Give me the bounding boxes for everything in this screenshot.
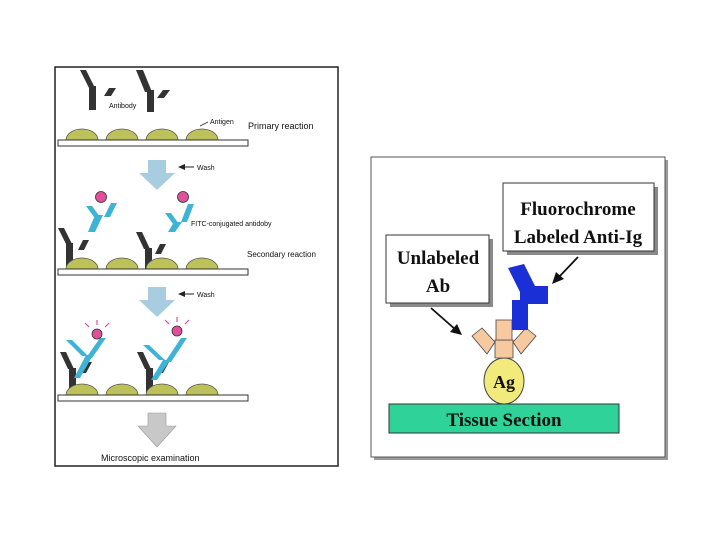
antibody-complex xyxy=(137,317,190,394)
fitc-antibody xyxy=(165,191,194,232)
bound-primary-antibody xyxy=(58,228,89,269)
secondary-reaction-label: Secondary reaction xyxy=(247,250,316,259)
tissue-label: Tissue Section xyxy=(446,410,562,431)
pointer-arrow-unlabeled xyxy=(430,307,462,335)
antigen-row-2 xyxy=(57,257,249,276)
antigen xyxy=(185,257,219,270)
fitc-dye xyxy=(177,191,189,203)
labeled-anti-ig xyxy=(508,264,548,330)
antigen xyxy=(105,383,139,396)
fitc-antibody xyxy=(86,191,117,232)
indirect-staining-diagram: Antibody Antigen Primary reaction Wash xyxy=(54,66,339,467)
antigen xyxy=(65,257,99,270)
fluorochrome-box xyxy=(502,182,655,252)
primary-antibody xyxy=(80,70,116,110)
antigen xyxy=(145,128,179,141)
wash-label-1: Wash xyxy=(197,165,215,172)
primary-antibody xyxy=(136,70,170,112)
antigen xyxy=(65,383,99,396)
microscopic-label: Microscopic examination xyxy=(101,453,200,463)
fitc-dye xyxy=(171,325,183,337)
fluorochrome-label-line2: Labeled Anti-Ig xyxy=(514,227,643,248)
unlabeled-antibody xyxy=(471,319,537,359)
ag-label: Ag xyxy=(493,372,515,392)
fluorescence-rays xyxy=(164,317,190,325)
antigen-pointer xyxy=(199,121,209,127)
unlabeled-label-line2: Ab xyxy=(426,276,450,297)
slide-surface xyxy=(57,139,249,147)
unlabeled-box xyxy=(385,234,490,304)
antigen xyxy=(185,383,219,396)
final-down-arrow xyxy=(137,412,177,448)
fitc-label: FITC-conjugated antidoby xyxy=(191,221,272,228)
fluorescence-detection-diagram: Fluorochrome Labeled Anti-Ig Unlabeled A… xyxy=(370,156,668,460)
antibody-label: Antibody xyxy=(109,103,137,110)
unlabeled-label-line1: Unlabeled xyxy=(397,248,480,269)
slide-surface xyxy=(57,394,249,402)
fitc-dye xyxy=(95,191,107,203)
fluorescence-rays xyxy=(84,320,110,328)
fluorochrome-label-line1: Fluorochrome xyxy=(520,199,635,220)
down-arrow xyxy=(139,160,175,190)
wash-label-2: Wash xyxy=(197,292,215,299)
antigen xyxy=(145,383,179,396)
antigen xyxy=(105,257,139,270)
antigen-row-1 xyxy=(57,128,249,147)
pointer-arrow-fluorochrome xyxy=(552,256,579,284)
antigen xyxy=(185,128,219,141)
antigen-label: Antigen xyxy=(210,119,234,126)
primary-reaction-label: Primary reaction xyxy=(248,121,314,131)
wash-arrow-2 xyxy=(178,291,194,297)
bound-primary-antibody xyxy=(136,232,166,270)
antigen xyxy=(105,128,139,141)
antibody-complex xyxy=(60,320,110,395)
fitc-dye xyxy=(91,328,103,340)
wash-arrow-1 xyxy=(178,164,194,170)
antigen xyxy=(145,257,179,270)
antigen-row-3 xyxy=(57,383,249,402)
slide-surface xyxy=(57,268,249,276)
down-arrow xyxy=(139,287,175,317)
antigen xyxy=(65,128,99,141)
